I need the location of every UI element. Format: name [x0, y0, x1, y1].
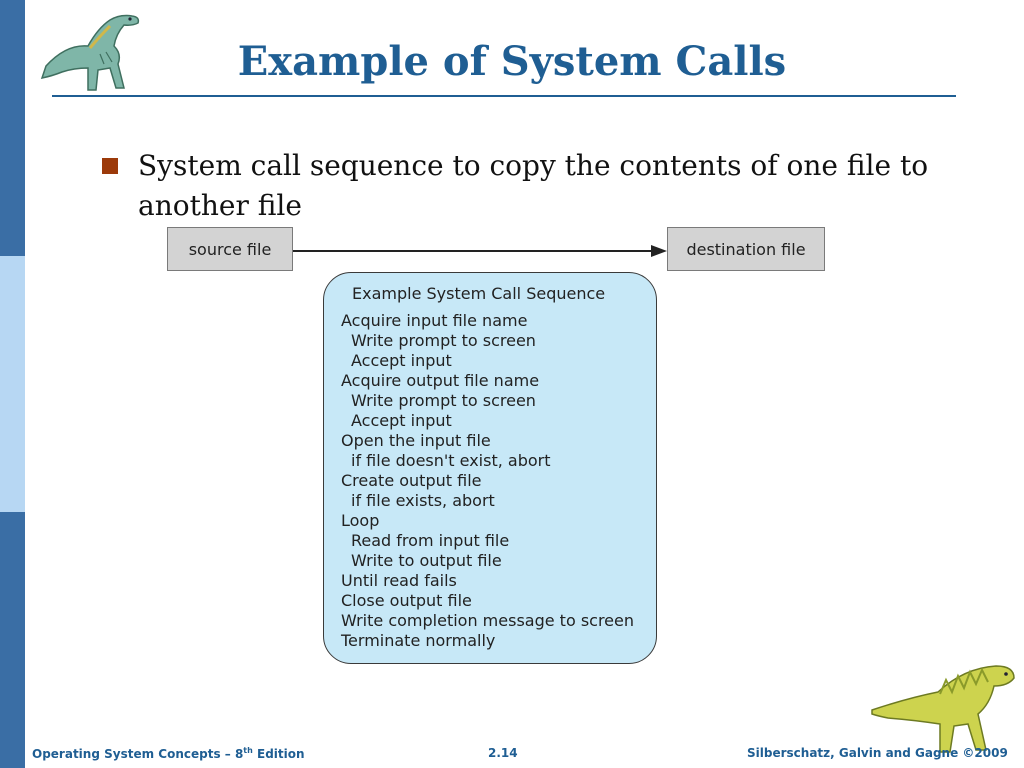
- system-call-sequence-box: [323, 272, 657, 664]
- bullet-text: System call sequence to copy the content…: [138, 149, 929, 222]
- sidebar-stripe-middle: [0, 256, 25, 512]
- sequence-step: Terminate normally: [341, 631, 496, 650]
- sidebar-stripe-top: [0, 0, 25, 256]
- title-divider: [52, 95, 956, 97]
- dinosaur-icon: [871, 665, 1015, 753]
- sequence-step: Until read fails: [341, 571, 457, 590]
- slide-number: 2.14: [488, 746, 518, 760]
- sequence-step: Write prompt to screen: [351, 331, 536, 350]
- sequence-step: Read from input file: [351, 531, 510, 550]
- source-file-box: source file: [167, 227, 293, 271]
- destination-file-label: destination file: [686, 239, 806, 259]
- destination-file-box: destination file: [667, 227, 825, 271]
- sequence-step: Write prompt to screen: [351, 391, 536, 410]
- sequence-step: if file exists, abort: [351, 491, 495, 510]
- footer-copyright: Silberschatz, Galvin and Gagne ©2009: [747, 746, 1008, 760]
- footer-edition-sup: th: [243, 746, 253, 755]
- sequence-step: Write to output file: [351, 551, 502, 570]
- dinosaur-icon: [40, 14, 140, 91]
- sequence-title: Example System Call Sequence: [352, 284, 606, 303]
- sequence-step: Close output file: [341, 591, 472, 610]
- bullet-item: System call sequence to copy the content…: [102, 146, 982, 226]
- footer-edition-text: Edition: [252, 747, 305, 761]
- sequence-step: Accept input: [351, 411, 452, 430]
- square-bullet-icon: [102, 158, 118, 174]
- footer-book-title: Operating System Concepts – 8th Edition: [32, 746, 305, 761]
- sequence-step: Acquire output file name: [341, 371, 540, 390]
- slide-title: Example of System Calls: [237, 38, 787, 85]
- arrow-right-icon: [293, 245, 667, 257]
- sequence-step: if file doesn't exist, abort: [351, 451, 551, 470]
- sequence-step: Accept input: [351, 351, 452, 370]
- footer-book-title-text: Operating System Concepts – 8: [32, 747, 244, 761]
- sequence-step: Acquire input file name: [341, 311, 528, 330]
- sidebar-stripe-bottom: [0, 512, 25, 768]
- sequence-step: Loop: [341, 511, 380, 530]
- source-file-label: source file: [188, 239, 272, 259]
- sequence-step: Write completion message to screen: [341, 611, 635, 630]
- sequence-step: Open the input file: [341, 431, 491, 450]
- sequence-step: Create output file: [341, 471, 482, 490]
